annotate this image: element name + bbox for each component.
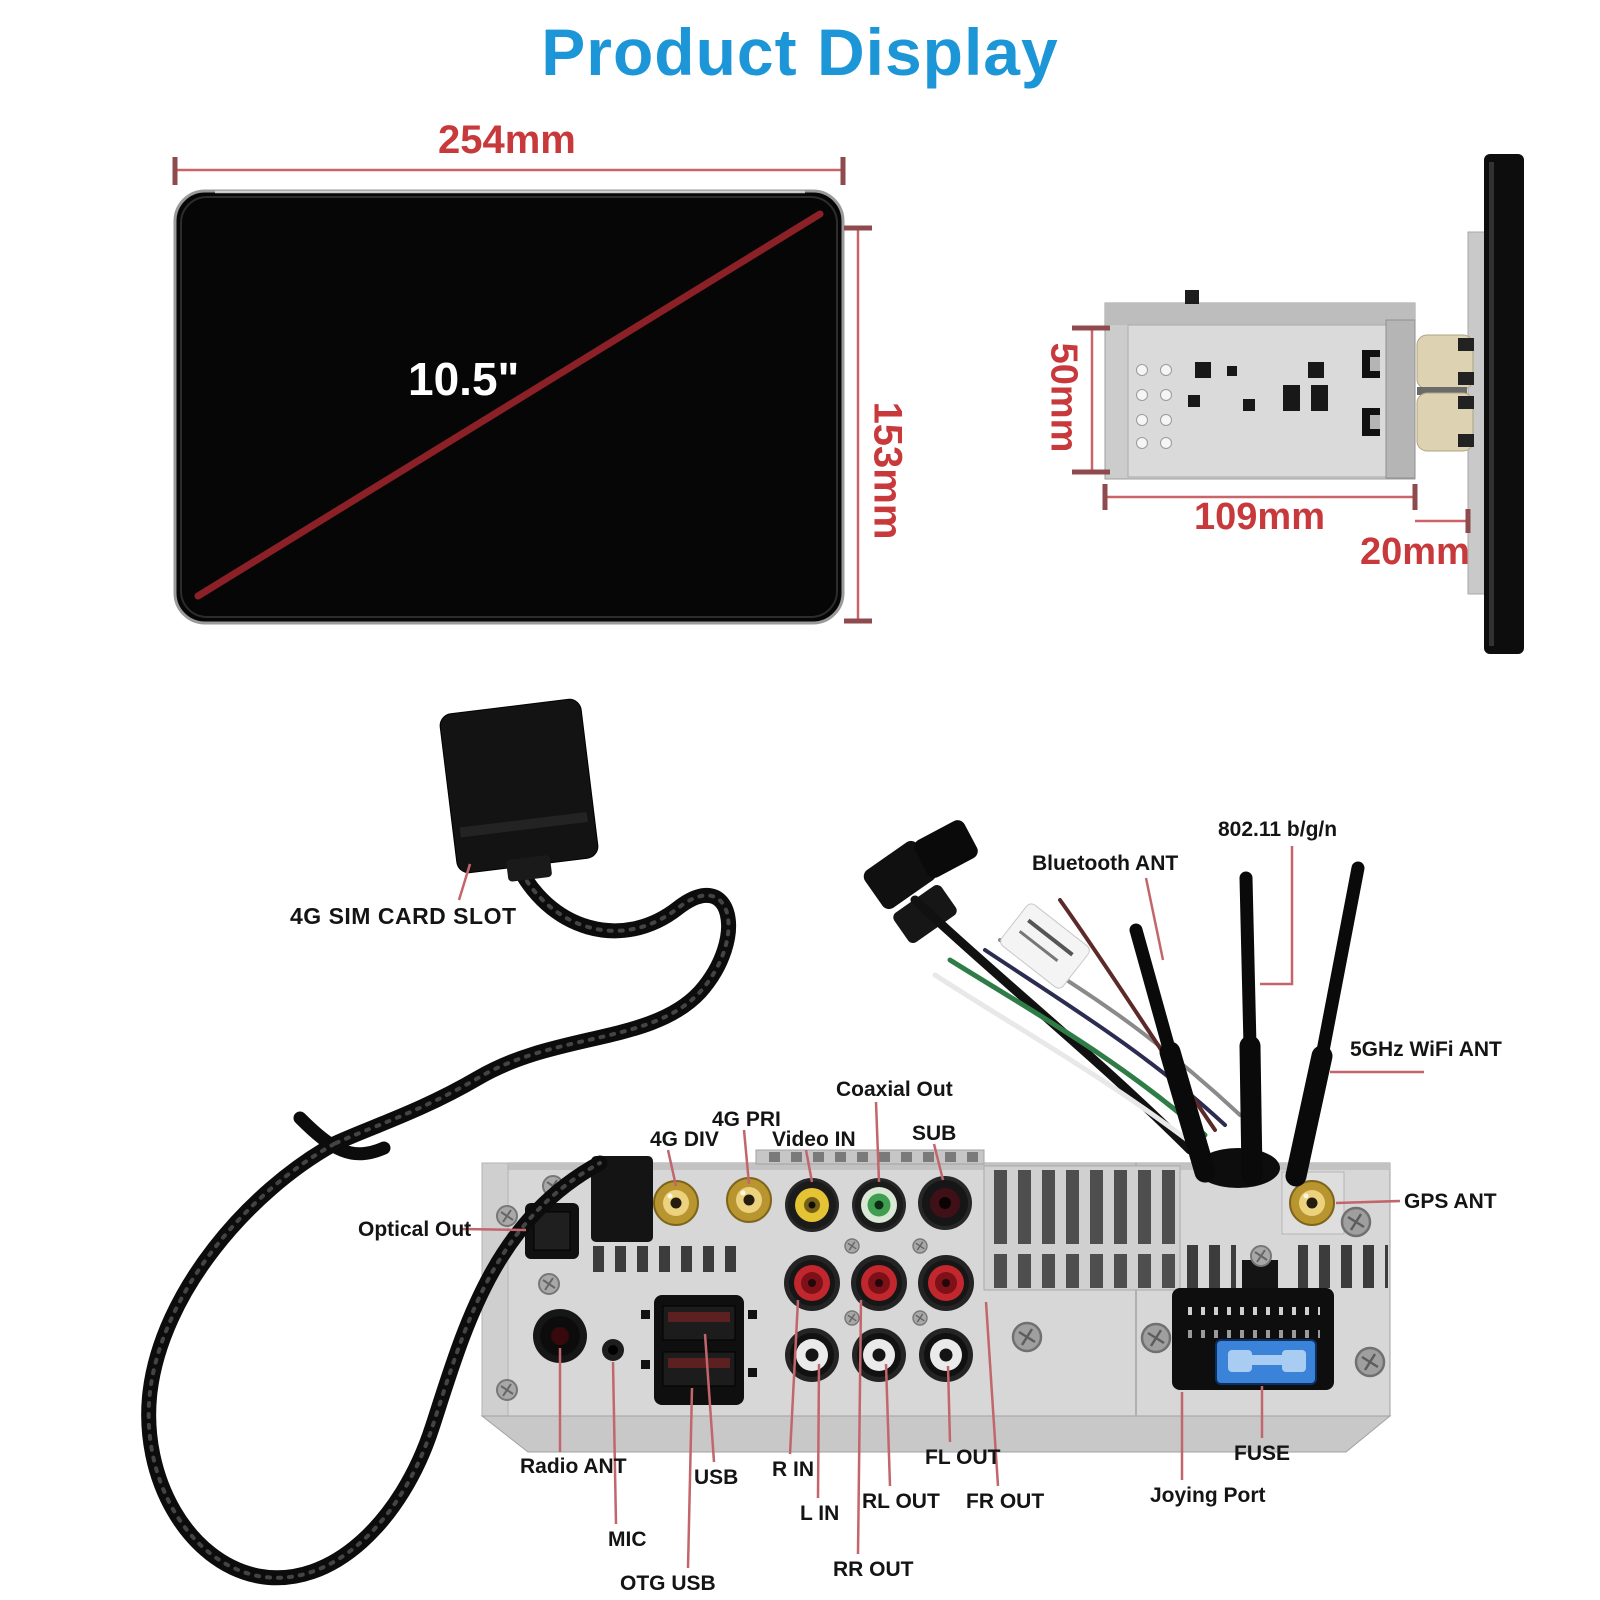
otg-usb-label: OTG USB — [620, 1572, 716, 1595]
antennas — [1129, 861, 1365, 1187]
4g-div-connector — [653, 1180, 699, 1226]
panel-bottom-bevel — [480, 1415, 1392, 1453]
optical-out-label: Optical Out — [358, 1218, 472, 1241]
height-dimension-line — [844, 225, 872, 624]
fl-out-label: FL OUT — [925, 1446, 1001, 1469]
side-gap-dimension: 20mm — [1360, 531, 1470, 573]
side-height-dimension: 50mm — [1042, 342, 1085, 453]
fuse-label: FUSE — [1234, 1442, 1291, 1465]
side-view-unit — [1072, 154, 1524, 654]
video-in-leader — [804, 1149, 814, 1183]
front-height-dimension: 153mm — [865, 401, 910, 540]
bluetooth-ant-label: Bluetooth ANT — [1032, 852, 1179, 875]
r-in-port — [784, 1255, 840, 1311]
bluetooth-leader — [1144, 877, 1165, 961]
coaxial-out-port — [852, 1178, 906, 1232]
mic-leader — [611, 1361, 618, 1525]
usb-leader — [703, 1333, 716, 1463]
4g-div-label: 4G DIV — [650, 1128, 719, 1151]
4g-div-leader — [666, 1149, 678, 1187]
rr-out-port — [851, 1255, 907, 1311]
side-dimension-lines — [1072, 325, 1471, 533]
rl-out-leader — [884, 1363, 892, 1487]
rr-out-label: RR OUT — [833, 1558, 914, 1581]
joying-port-label: Joying Port — [1150, 1484, 1266, 1507]
usb-label: USB — [694, 1466, 739, 1489]
front-screen-view — [173, 189, 845, 625]
callout-leader-lines — [457, 846, 1424, 1569]
sub-port — [918, 1176, 972, 1230]
page-title: Product Display — [541, 15, 1059, 89]
4g-pri-connector — [726, 1177, 772, 1223]
mic-label: MIC — [608, 1528, 647, 1551]
radio-ant-label: Radio ANT — [520, 1455, 627, 1478]
heatsink — [983, 1165, 1181, 1291]
sub-leader — [932, 1143, 945, 1181]
coaxial-out-label: Coaxial Out — [836, 1078, 953, 1101]
sim-cable-entry — [591, 1156, 653, 1242]
rl-out-label: RL OUT — [862, 1490, 940, 1513]
gps-ant-label: GPS ANT — [1404, 1190, 1497, 1213]
width-dimension-line — [172, 157, 846, 185]
wifi-bgn-label: 802.11 b/g/n — [1218, 818, 1338, 841]
chassis-cutouts — [1188, 362, 1328, 411]
sim-slot-label: 4G SIM CARD SLOT — [290, 903, 517, 929]
mic-port — [602, 1339, 624, 1361]
screen-diagonal-size: 10.5" — [408, 353, 520, 405]
video-in-label: Video IN — [772, 1128, 856, 1151]
fr-out-leader — [984, 1301, 1000, 1487]
fl-out-leader — [946, 1365, 952, 1443]
mount-connectors — [1416, 334, 1474, 452]
harness-label-tag — [1000, 903, 1090, 989]
gps-leader — [1335, 1199, 1401, 1205]
bluetooth-antenna — [1159, 1041, 1216, 1183]
4g-pri-label: 4G PRI — [712, 1108, 781, 1131]
rr-out-leader — [856, 1299, 863, 1555]
sim-card-reader — [439, 698, 599, 882]
rear-panel — [480, 1149, 1392, 1453]
usb-ports — [641, 1295, 757, 1405]
vent-slots-right-b — [1298, 1245, 1388, 1288]
bracket-clips — [1362, 350, 1380, 436]
fl-out-port — [919, 1328, 973, 1382]
sim-card-cable — [141, 854, 737, 1586]
sim-leader — [457, 863, 472, 901]
fuse-holder — [1215, 1339, 1317, 1385]
r-in-leader — [788, 1299, 800, 1455]
side-depth-dimension: 109mm — [1194, 496, 1325, 538]
radio-ant-port — [533, 1309, 587, 1363]
fr-out-port — [918, 1255, 974, 1311]
chassis-perforations — [1136, 364, 1172, 449]
wifi-5g-antenna — [1285, 1045, 1333, 1187]
wifi-bgn-antenna — [1239, 1035, 1263, 1186]
din-cage-chassis — [1104, 290, 1474, 480]
video-in-port — [785, 1178, 839, 1232]
sub-label: SUB — [912, 1122, 957, 1145]
coaxial-leader — [874, 1101, 881, 1183]
optical-leader — [461, 1227, 527, 1232]
wifi-bgn-leader — [1260, 846, 1294, 986]
wifi-5g-label: 5GHz WiFi ANT — [1350, 1038, 1502, 1061]
green-wire — [947, 957, 1208, 1138]
front-width-dimension: 254mm — [438, 118, 576, 162]
4g-pri-leader — [742, 1129, 751, 1185]
l-in-label: L IN — [800, 1502, 840, 1525]
fr-out-label: FR OUT — [966, 1490, 1045, 1513]
r-in-label: R IN — [772, 1458, 814, 1481]
white-wire — [932, 972, 1201, 1151]
vent-slots-left — [588, 1246, 740, 1272]
otg-leader — [686, 1387, 694, 1569]
screen-diagonal-line — [194, 210, 824, 600]
l-in-leader — [816, 1363, 821, 1499]
